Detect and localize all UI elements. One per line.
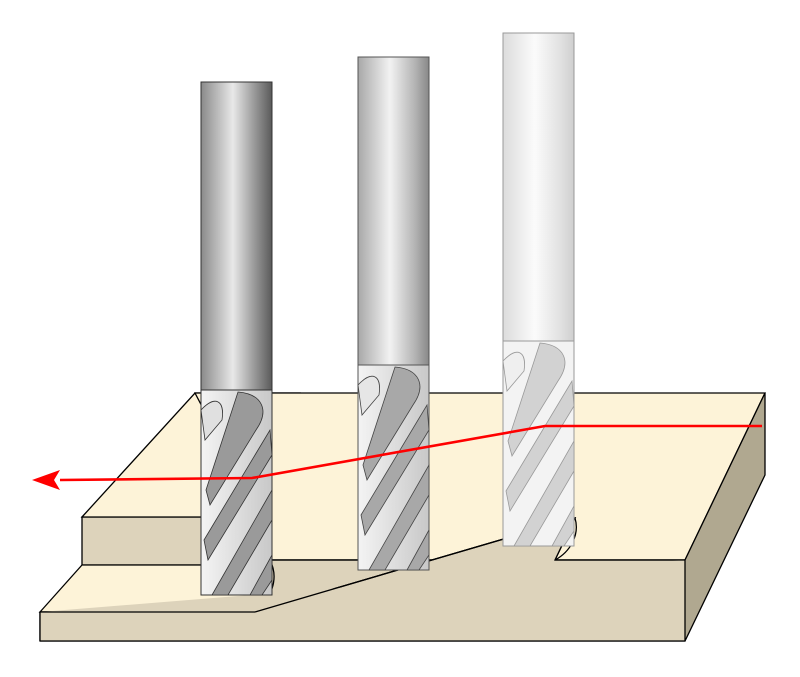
workpiece bbox=[38, 392, 767, 642]
end-mill-2-shank bbox=[357, 56, 430, 368]
workpiece-top-surface bbox=[193, 392, 767, 561]
end-mill-1-shank bbox=[200, 81, 273, 393]
workpiece-front-face-lower bbox=[40, 560, 685, 641]
end-mill-1-helix bbox=[200, 391, 273, 596]
end-mill-1 bbox=[200, 81, 273, 596]
end-mill-3 bbox=[502, 32, 575, 547]
workpiece-right-face bbox=[684, 392, 766, 642]
tool-path bbox=[32, 424, 762, 490]
end-mill-3-shank bbox=[502, 32, 575, 344]
tool-path-line bbox=[59, 424, 762, 482]
red-arrow-icon bbox=[32, 470, 60, 490]
end-mill-3-helix bbox=[502, 342, 575, 547]
end-mill-2 bbox=[357, 56, 430, 571]
